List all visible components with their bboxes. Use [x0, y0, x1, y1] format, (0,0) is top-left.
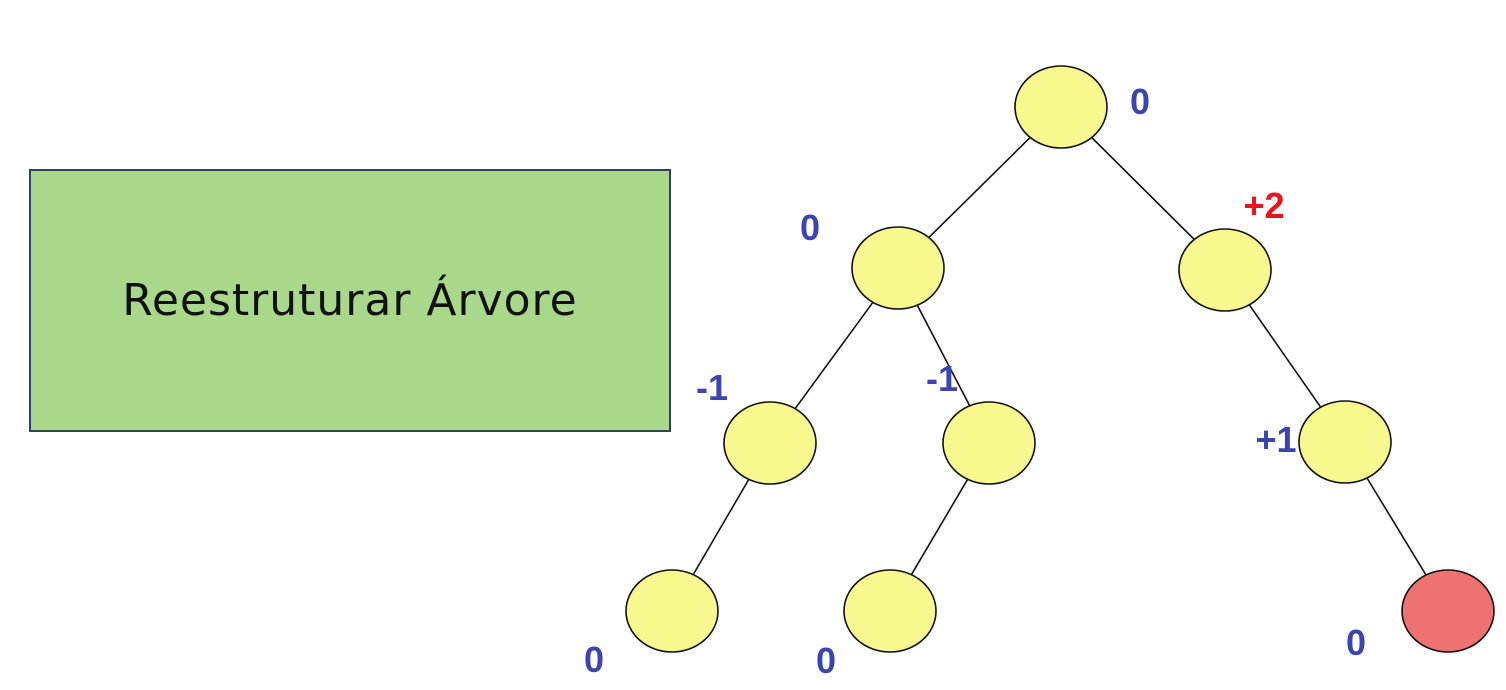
balance-label-root: 0	[1130, 81, 1150, 122]
balance-label-right: +2	[1243, 185, 1284, 226]
node-left-right	[942, 401, 1036, 485]
restructure-tree-label: Reestruturar Árvore	[122, 275, 578, 326]
balance-label-left: 0	[800, 207, 820, 248]
balance-label-right-right-right: 0	[1346, 622, 1366, 663]
balance-label-left-right-left: 0	[816, 640, 836, 681]
balance-labels: 0 0 +2 -1 -1 +1 0 0 0	[584, 81, 1366, 681]
edge-left-right-to-left-right-left	[910, 478, 969, 576]
tree-nodes	[625, 65, 1495, 653]
edge-right-right-to-right-right-right	[1366, 477, 1427, 576]
balance-label-left-left-left: 0	[584, 639, 604, 680]
node-left	[851, 226, 945, 310]
node-left-left-left	[625, 569, 719, 653]
node-left-right-left	[843, 569, 937, 653]
node-left-left	[723, 401, 817, 485]
edge-left-left-to-left-left-left	[692, 478, 750, 576]
node-right-right	[1298, 400, 1392, 484]
edge-root-to-right	[1091, 136, 1195, 241]
balance-label-left-right: -1	[926, 358, 958, 399]
edge-right-to-right-right	[1248, 304, 1322, 408]
node-right-right-right	[1401, 569, 1495, 653]
edge-root-to-left	[928, 136, 1031, 239]
edge-left-to-left-left	[794, 301, 874, 410]
balance-label-right-right: +1	[1255, 419, 1296, 460]
node-root	[1014, 65, 1108, 149]
balance-label-left-left: -1	[696, 367, 728, 408]
restructure-tree-box: Reestruturar Árvore	[29, 169, 671, 432]
node-right	[1178, 228, 1272, 312]
edge-left-to-left-right	[916, 304, 971, 407]
tree-edges	[692, 136, 1427, 576]
